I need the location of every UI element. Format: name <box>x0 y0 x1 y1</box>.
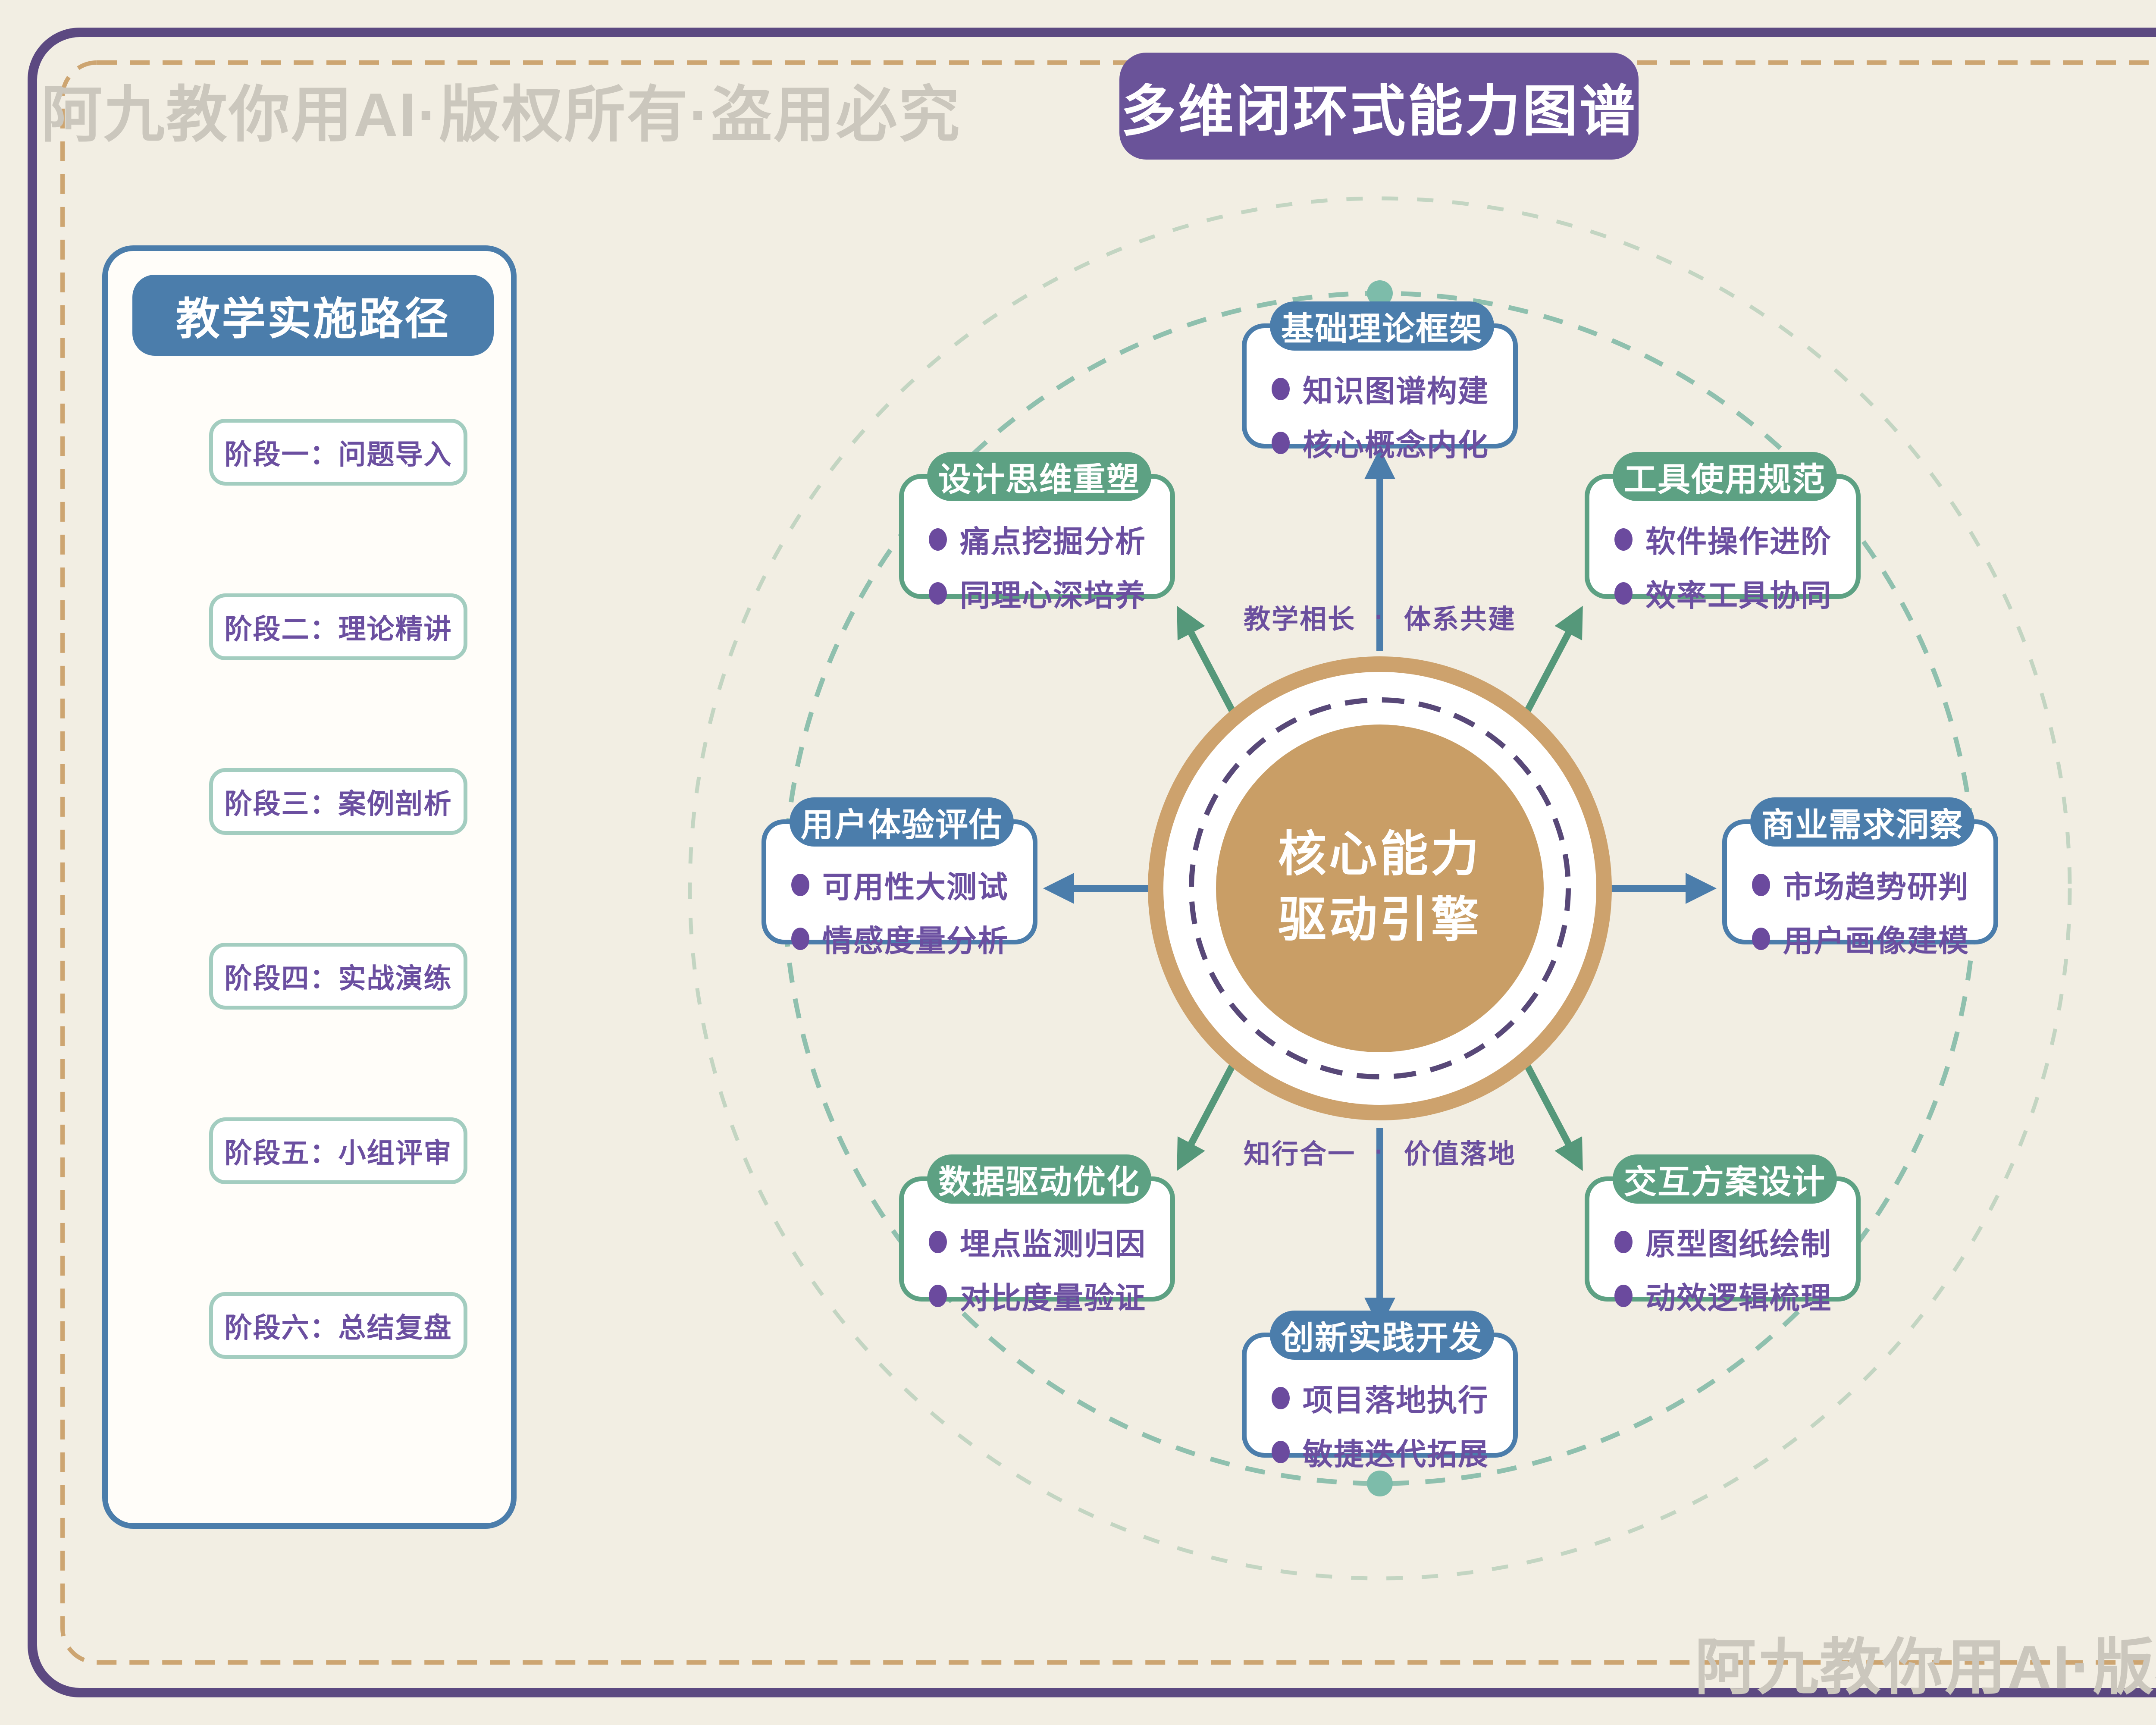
bullet-dot-icon <box>929 528 947 551</box>
watermark-top-left: 阿九教你用AI·版权所有·盗用必究 <box>41 81 961 149</box>
bullet-label: 敏捷迭代拓展 <box>1303 1437 1489 1471</box>
orbit-bottom-dot <box>1367 1471 1393 1496</box>
stage-item-3: 阶段三：案例剖析 <box>209 768 467 835</box>
node-title: 基础理论框架 <box>1270 301 1494 351</box>
stage-item-4: 阶段四：实战演练 <box>209 943 467 1010</box>
bullet-dot-icon <box>1752 927 1770 950</box>
node-card-innovation-practice: 创新实践开发 项目落地执行 敏捷迭代拓展 <box>1242 1311 1518 1471</box>
engine-dashed-ring <box>1189 697 1571 1079</box>
relation-bottom-left-label: 知行合一 <box>1244 1139 1356 1169</box>
relation-label-top: 教学相长 · 体系共建 <box>1143 597 1617 636</box>
node-title: 设计思维重塑 <box>927 452 1151 501</box>
bullet-label: 痛点挖掘分析 <box>960 525 1146 558</box>
bullet-label: 可用性大测试 <box>822 870 1009 904</box>
blue-arrows <box>1043 448 1717 1329</box>
node-card-data-driven: 数据驱动优化 埋点监测归因 对比度量验证 <box>899 1154 1175 1315</box>
node-card-business-insight: 商业需求洞察 市场趋势研判 用户画像建模 <box>1722 797 1998 958</box>
node-bullet: 对比度量验证 <box>929 1274 1170 1317</box>
relation-bottom-right-label: 价值落地 <box>1404 1139 1516 1169</box>
teaching-path-header: 教学实施路径 <box>132 275 494 356</box>
bullet-dot-icon <box>1614 528 1633 551</box>
node-card-tool-usage: 工具使用规范 软件操作进阶 效率工具协同 <box>1585 452 1861 612</box>
node-title: 用户体验评估 <box>790 797 1014 847</box>
bullet-label: 对比度量验证 <box>960 1281 1146 1315</box>
bullet-label: 项目落地执行 <box>1303 1383 1489 1417</box>
bullet-label: 市场趋势研判 <box>1783 870 1969 904</box>
node-bullet: 知识图谱构建 <box>1272 367 1513 411</box>
engine-core-circle <box>1216 724 1544 1052</box>
bullet-label: 核心概念内化 <box>1303 428 1489 462</box>
bullet-label: 效率工具协同 <box>1645 579 1832 612</box>
node-card-basic-theory: 基础理论框架 知识图谱构建 核心概念内化 <box>1242 301 1518 462</box>
bullet-dot-icon <box>1272 431 1290 454</box>
node-bullet: 痛点挖掘分析 <box>929 518 1170 561</box>
relation-label-bottom: 知行合一 · 价值落地 <box>1143 1132 1617 1171</box>
bullet-dot-icon <box>1614 1284 1633 1307</box>
watermark-bottom-right: 阿九教你用AI·版权所有·盗用必究 <box>1695 1633 2156 1702</box>
bullet-dot-icon <box>929 582 947 605</box>
bullet-label: 原型图纸绘制 <box>1645 1227 1832 1261</box>
node-bullet: 动效逻辑梳理 <box>1614 1274 1856 1317</box>
bullet-label: 软件操作进阶 <box>1645 525 1832 558</box>
bullet-dot-icon <box>1614 582 1633 605</box>
node-bullet: 同理心深培养 <box>929 571 1170 615</box>
node-card-interaction-design: 交互方案设计 原型图纸绘制 动效逻辑梳理 <box>1585 1154 1861 1315</box>
bullet-dot-icon <box>1272 1386 1290 1409</box>
outer-frame-border <box>28 28 2156 1697</box>
page-title: 多维闭环式能力图谱 <box>1119 53 1639 160</box>
node-title: 商业需求洞察 <box>1750 797 1974 847</box>
node-title: 创新实践开发 <box>1270 1311 1494 1360</box>
node-bullet: 原型图纸绘制 <box>1614 1220 1856 1264</box>
bullet-dot-icon <box>1752 873 1770 896</box>
stage-item-6: 阶段六：总结复盘 <box>209 1292 467 1359</box>
bullet-dot-icon <box>1272 377 1290 400</box>
bullet-label: 动效逻辑梳理 <box>1645 1281 1832 1315</box>
node-bullet: 用户画像建模 <box>1752 917 1993 960</box>
node-bullet: 软件操作进阶 <box>1614 518 1856 561</box>
separator-dot: · <box>1375 1136 1385 1167</box>
engine-core-label: 核心能力 驱动引擎 <box>1164 822 1595 953</box>
relation-top-left-label: 教学相长 <box>1244 605 1356 634</box>
engine-core-line1: 核心能力 <box>1278 827 1482 881</box>
node-bullet: 效率工具协同 <box>1614 571 1856 615</box>
node-bullet: 项目落地执行 <box>1272 1376 1513 1420</box>
bullet-label: 情感度量分析 <box>822 924 1009 958</box>
node-title: 交互方案设计 <box>1613 1154 1837 1204</box>
teaching-path-panel: 教学实施路径 阶段一：问题导入 阶段二：理论精讲 阶段三：案例剖析 阶段四：实战… <box>102 245 517 1529</box>
bullet-dot-icon <box>929 1230 947 1253</box>
bullet-label: 知识图谱构建 <box>1303 374 1489 408</box>
node-bullet: 敏捷迭代拓展 <box>1272 1430 1513 1474</box>
node-title: 数据驱动优化 <box>927 1154 1151 1204</box>
bullet-dot-icon <box>929 1284 947 1307</box>
bullet-dot-icon <box>791 927 809 950</box>
node-bullet: 情感度量分析 <box>791 917 1033 960</box>
separator-dot: · <box>1375 602 1385 632</box>
node-card-user-experience: 用户体验评估 可用性大测试 情感度量分析 <box>761 797 1037 958</box>
node-bullet: 核心概念内化 <box>1272 421 1513 464</box>
bullet-dot-icon <box>1272 1440 1290 1463</box>
node-title: 工具使用规范 <box>1613 452 1837 501</box>
relation-top-right-label: 体系共建 <box>1404 605 1516 634</box>
node-bullet: 可用性大测试 <box>791 863 1033 906</box>
bullet-label: 同理心深培养 <box>960 579 1146 612</box>
bullet-dot-icon <box>1614 1230 1633 1253</box>
bullet-dot-icon <box>791 873 809 896</box>
bullet-label: 用户画像建模 <box>1783 924 1969 958</box>
stage-item-2: 阶段二：理论精讲 <box>209 593 467 660</box>
stage-item-1: 阶段一：问题导入 <box>209 419 467 486</box>
orbit-top-dot <box>1367 280 1393 306</box>
engine-core-line2: 驱动引擎 <box>1278 893 1482 947</box>
node-bullet: 市场趋势研判 <box>1752 863 1993 906</box>
node-card-design-thinking: 设计思维重塑 痛点挖掘分析 同理心深培养 <box>899 452 1175 612</box>
stage-item-5: 阶段五：小组评审 <box>209 1117 467 1184</box>
bullet-label: 埋点监测归因 <box>960 1227 1146 1261</box>
node-bullet: 埋点监测归因 <box>929 1220 1170 1264</box>
outer-orbit-dashed-circle <box>688 196 2072 1581</box>
